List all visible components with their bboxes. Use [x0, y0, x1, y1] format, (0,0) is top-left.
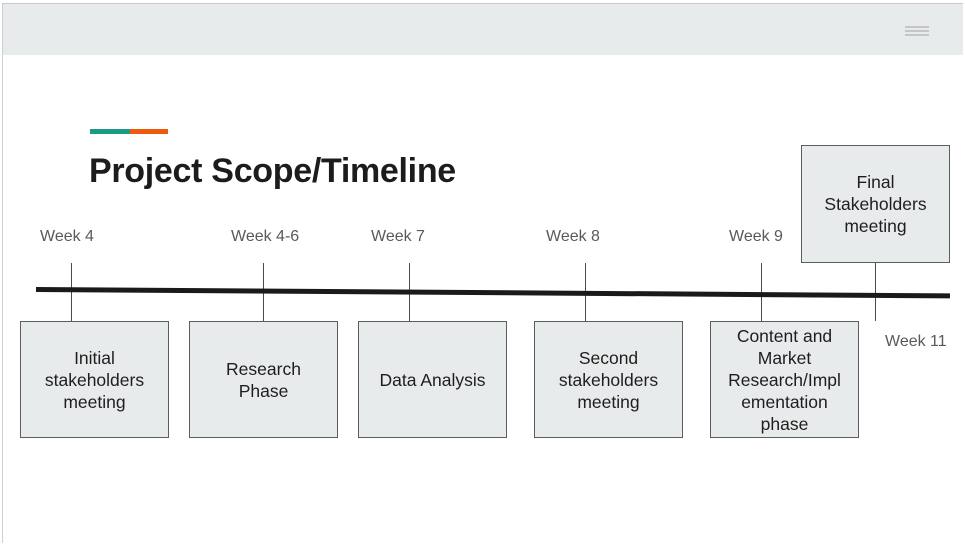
tick-6: [875, 262, 876, 321]
week-label-1: Week 4: [40, 228, 94, 245]
slide-frame: [2, 3, 963, 543]
slide-title: Project Scope/Timeline: [89, 152, 456, 190]
milestone-box-data-analysis: Data Analysis: [358, 321, 507, 438]
week-label-4: Week 8: [546, 228, 600, 245]
milestone-label: Research Phase: [226, 358, 301, 401]
week-label-5: Week 9: [729, 228, 783, 245]
week-label-3: Week 7: [371, 228, 425, 245]
milestone-box-final-stakeholders: Final Stakeholders meeting: [801, 145, 950, 263]
milestone-box-second-stakeholders: Second stakeholders meeting: [534, 321, 683, 438]
milestone-box-initial-stakeholders: Initial stakeholders meeting: [20, 321, 169, 438]
milestone-box-research-phase: Research Phase: [189, 321, 338, 438]
milestone-label: Content and Market Research/Impl ementat…: [728, 325, 841, 434]
top-toolbar: [3, 4, 963, 55]
milestone-label: Final Stakeholders meeting: [824, 172, 927, 236]
milestone-label: Second stakeholders meeting: [558, 347, 659, 412]
hamburger-menu-icon[interactable]: [905, 26, 929, 36]
accent-bar-orange: [130, 129, 168, 134]
accent-bar-teal: [90, 129, 130, 134]
week-label-2: Week 4-6: [231, 228, 300, 245]
milestone-label: Initial stakeholders meeting: [44, 347, 145, 412]
milestone-label: Data Analysis: [379, 369, 486, 390]
milestone-box-content-market-research: Content and Market Research/Impl ementat…: [710, 321, 859, 438]
week-label-6: Week 11: [885, 333, 947, 350]
